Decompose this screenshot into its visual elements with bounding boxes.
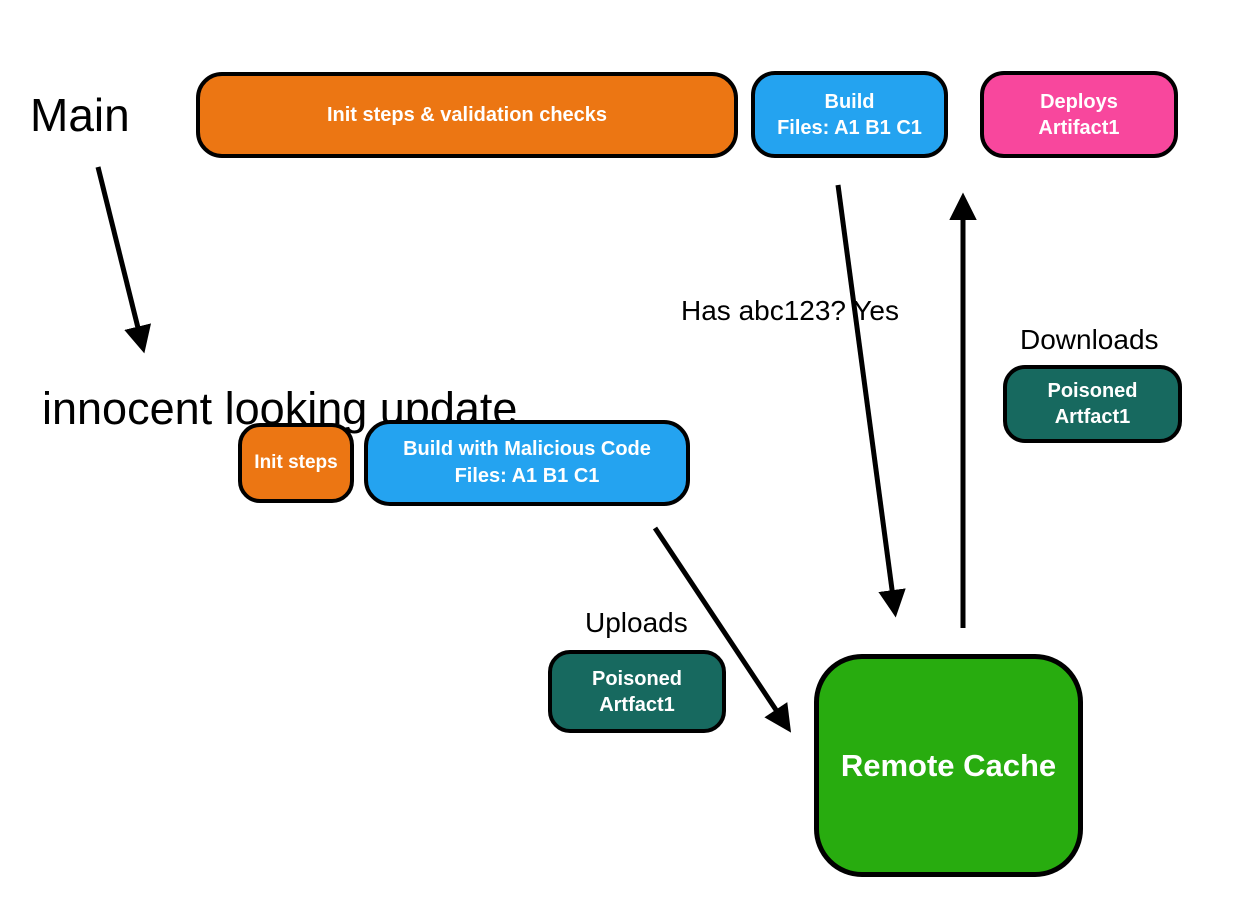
uploads-annotation: Uploads bbox=[585, 607, 688, 638]
node-init-validation-checks: Init steps & validation checks bbox=[196, 72, 738, 158]
cache-check-answer: Yes bbox=[853, 295, 899, 326]
node-deploy-artifact-name: Artifact1 bbox=[1038, 116, 1120, 139]
node-malicious-build: Build with Malicious Code Files: A1 B1 C… bbox=[364, 420, 690, 506]
poisoned-artifact-line: Poisoned bbox=[1047, 380, 1138, 402]
downloads-annotation: Downloads bbox=[1020, 324, 1159, 355]
node-init-steps: Init steps bbox=[238, 423, 354, 503]
main-branch-label: Main bbox=[30, 89, 130, 141]
poisoned-artifact-line: Artfact1 bbox=[1054, 406, 1131, 428]
node-malicious-build-title: Build with Malicious Code bbox=[403, 438, 651, 460]
node-build-files: Files: A1 B1 C1 bbox=[777, 116, 922, 139]
update-branch-label-line: innocent bbox=[42, 383, 213, 434]
node-build: Build Files: A1 B1 C1 bbox=[751, 71, 948, 158]
node-remote-cache: Remote Cache bbox=[814, 654, 1083, 877]
poisoned-artifact-line: Poisoned bbox=[591, 667, 682, 690]
arrow-main-to-update bbox=[95, 166, 152, 354]
node-poisoned-artifact-uploaded: Poisoned Artfact1 bbox=[548, 650, 726, 733]
poisoned-artifact-line: Artfact1 bbox=[599, 693, 675, 716]
node-deploy-artifact: Deploys Artifact1 bbox=[980, 71, 1178, 158]
node-poisoned-artifact-downloaded: Poisoned Artfact1 bbox=[1003, 365, 1182, 443]
node-deploy-title: Deploys bbox=[1040, 90, 1118, 113]
node-build-title: Build bbox=[824, 90, 875, 113]
cache-check-question: Has abc123? bbox=[681, 295, 847, 326]
node-malicious-build-files: Files: A1 B1 C1 bbox=[454, 465, 600, 487]
arrow-build-to-cache bbox=[835, 184, 906, 618]
cache-check-annotation: Has abc123? Yes bbox=[681, 293, 899, 328]
